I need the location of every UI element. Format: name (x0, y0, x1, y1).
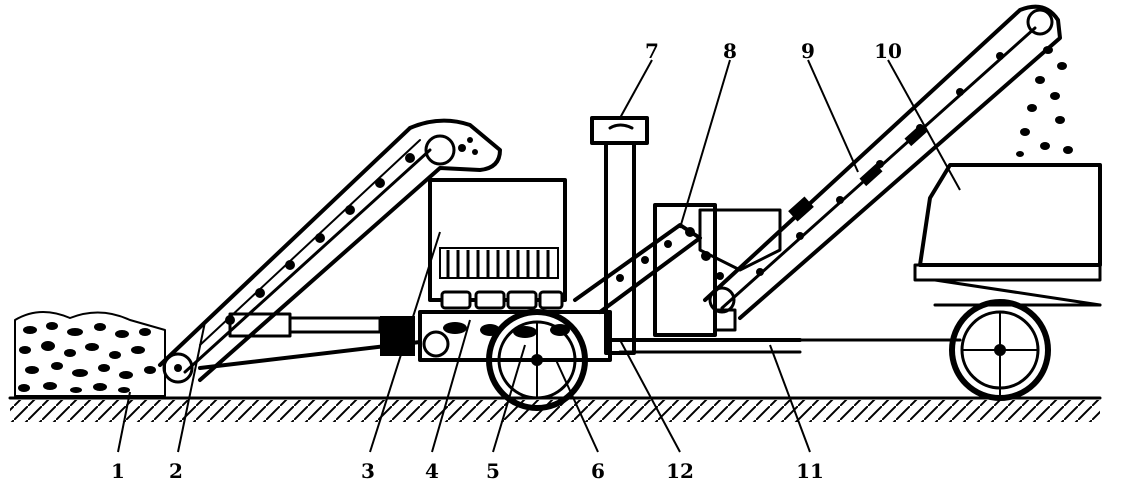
part-label-7: 7 (645, 39, 659, 63)
main-frame (418, 310, 962, 362)
engine-post (590, 116, 649, 355)
trailer-cart (913, 163, 1102, 307)
part-label-5: 5 (486, 459, 500, 483)
front-wheel (486, 309, 588, 411)
separator-hopper (428, 178, 567, 310)
part-label-8: 8 (723, 39, 737, 63)
loading-elevator (703, 4, 1062, 320)
part-label-6: 6 (591, 459, 605, 483)
falling-crop (1016, 46, 1073, 157)
part-label-1: 1 (111, 459, 125, 483)
part-label-3: 3 (361, 459, 375, 483)
hydraulic-cylinder (198, 312, 422, 370)
part-label-2: 2 (169, 459, 183, 483)
part-label-9: 9 (801, 39, 815, 63)
transfer-conveyor (573, 203, 782, 337)
pickup-elevator (158, 118, 502, 384)
part-label-12: 12 (666, 459, 694, 483)
part-labels: 1 2 3 4 5 6 12 11 7 8 9 10 (111, 39, 902, 483)
part-label-11: 11 (796, 459, 824, 483)
ground (8, 396, 1102, 422)
leader-lines (117, 59, 961, 453)
part-label-4: 4 (425, 459, 439, 483)
part-label-10: 10 (874, 39, 902, 63)
rear-wheel (949, 299, 1051, 401)
crop-pile (14, 311, 166, 397)
